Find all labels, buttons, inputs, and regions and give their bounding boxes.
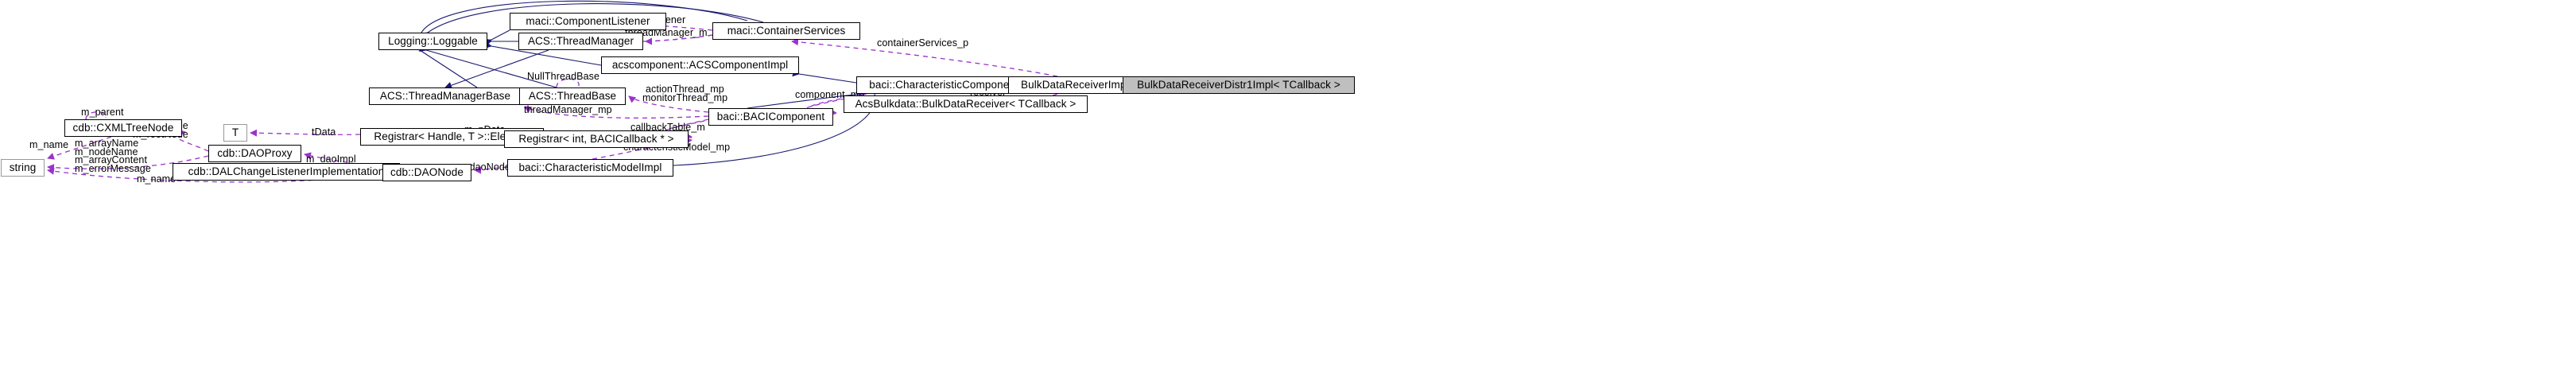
node-string[interactable]: string: [1, 159, 45, 177]
node-baci-bacicomponent[interactable]: baci::BACIComponent: [708, 108, 833, 126]
node-registrar-handle-t-element[interactable]: Registrar< Handle, T >::Element: [360, 128, 544, 146]
edge-label-m-parent: m_parent: [81, 107, 124, 118]
node-registrar-int-bacicallback[interactable]: Registrar< int, BACICallback * >: [504, 130, 689, 148]
node-cdb-daonode[interactable]: cdb::DAONode: [382, 164, 471, 181]
edge-label-containerservices-p: containerServices_p: [877, 37, 969, 49]
node-baci-characteristicmodelimpl[interactable]: baci::CharacteristicModelImpl: [507, 159, 673, 177]
node-maci-componentlistener[interactable]: maci::ComponentListener: [510, 13, 666, 30]
node-t-template[interactable]: T: [223, 124, 247, 142]
node-acs-threadmanager[interactable]: ACS::ThreadManager: [518, 33, 643, 50]
node-cdb-cxmltreenode[interactable]: cdb::CXMLTreeNode: [64, 119, 182, 137]
node-acs-threadbase[interactable]: ACS::ThreadBase: [519, 87, 626, 105]
edge-label-m-name-string-daonode: m_name: [137, 173, 177, 185]
node-maci-containerservices[interactable]: maci::ContainerServices: [712, 22, 860, 40]
edge-label-actionthread-mp: actionThread_mp: [646, 84, 724, 95]
node-acs-threadmanagerbase[interactable]: ACS::ThreadManagerBase: [369, 87, 522, 105]
node-acscomponent-acscomponentimpl[interactable]: acscomponent::ACSComponentImpl: [601, 56, 799, 74]
node-cdb-daoproxy[interactable]: cdb::DAOProxy: [208, 145, 301, 162]
edge-label-m-errormessage: m_errorMessage: [75, 163, 151, 174]
node-acsbulkdata-bulkdatareceiver[interactable]: AcsBulkdata::BulkDataReceiver< TCallback…: [844, 95, 1088, 113]
node-bulkdatareceiverdistr1impl[interactable]: BulkDataReceiverDistr1Impl< TCallback >: [1123, 76, 1355, 94]
node-logging-loggable[interactable]: Logging::Loggable: [378, 33, 487, 50]
edge-label-monitorthread-mp: monitorThread_mp: [642, 92, 728, 103]
edge-label-nullthreadbase: NullThreadBase: [527, 71, 600, 82]
node-cdb-dalchangelistenerimplementation[interactable]: cdb::DALChangeListenerImplementation: [173, 163, 400, 181]
edge-label-m-name-string-cxmltreenode: m_name: [29, 139, 69, 150]
edge-label-tdata: tData: [312, 126, 336, 138]
edge-label-threadmanager-mp: threadManager_mp: [524, 104, 612, 115]
